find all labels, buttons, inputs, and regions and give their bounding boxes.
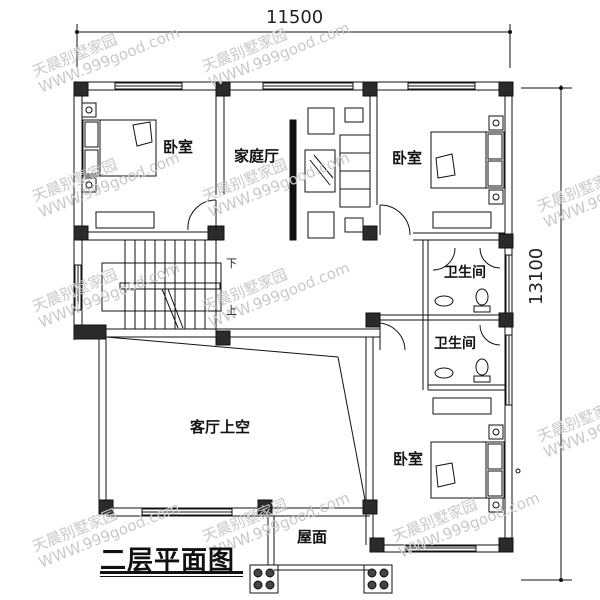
stair-down-label: 下: [226, 257, 237, 270]
width-dimension-label: 11500: [266, 7, 324, 28]
bathroom-fixtures: [434, 288, 491, 383]
height-dimension-label: 13100: [526, 247, 547, 305]
ac-units: [249, 564, 393, 594]
room-label-roof: 屋面: [297, 528, 328, 546]
bed-nw: [81, 102, 157, 229]
dimension-line-vertical: [521, 85, 572, 582]
staircase: [101, 240, 222, 329]
dimension-line-horizontal: [75, 24, 512, 68]
room-label-living-void: 客厅上空: [190, 418, 251, 436]
room-label-bathroom-2: 卫生间: [434, 336, 476, 352]
doors: [187, 199, 501, 351]
room-label-bathroom-1: 卫生间: [444, 265, 486, 281]
room-label-family-room: 家庭厅: [234, 147, 280, 165]
title-underline-thin: [100, 576, 243, 577]
columns: [73, 81, 514, 553]
title-underline: [100, 571, 243, 574]
bed-ne: [430, 115, 505, 229]
bed-se: [430, 397, 521, 513]
room-label-bedroom-se: 卧室: [393, 450, 424, 468]
stair-up-label: 上: [226, 304, 237, 317]
room-label-bedroom-nw: 卧室: [163, 138, 194, 156]
room-label-bedroom-ne: 卧室: [392, 149, 423, 167]
sofa-set: [289, 107, 371, 241]
